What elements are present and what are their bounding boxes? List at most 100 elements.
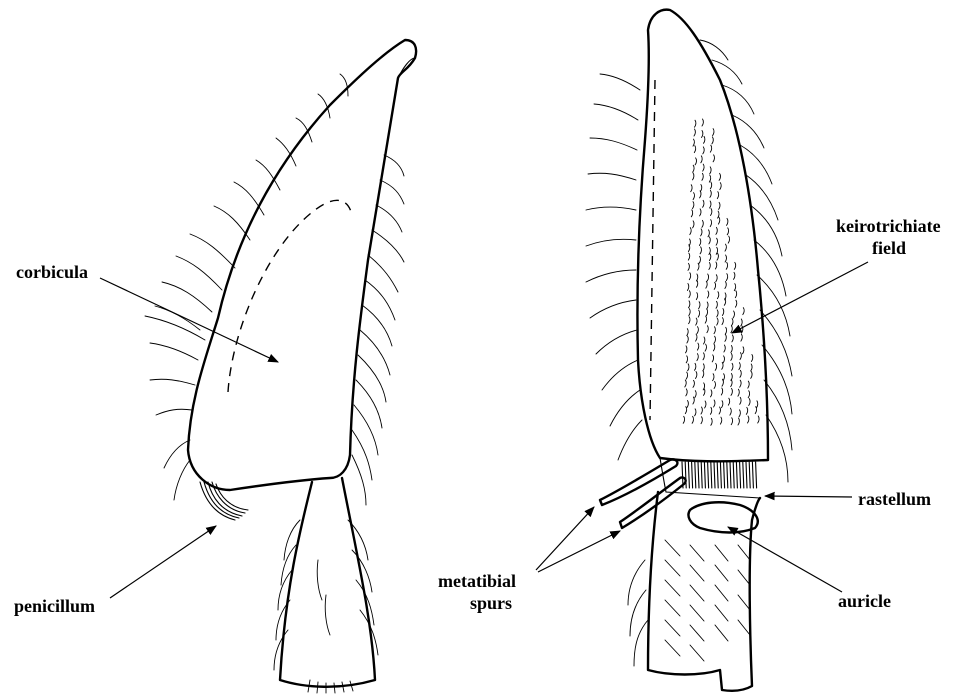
keirotrichia-hair bbox=[688, 253, 689, 260]
rastellum-tooth bbox=[756, 462, 757, 488]
keirotrichia-hair bbox=[703, 147, 704, 154]
keirotrichia-hair bbox=[710, 145, 711, 152]
rastellum-tooth bbox=[749, 462, 750, 488]
keirotrichia-hair bbox=[726, 274, 727, 281]
keirotrichia-hair bbox=[756, 401, 757, 408]
keirotrichia-hair bbox=[709, 237, 710, 244]
keirotrichia-hair bbox=[711, 209, 712, 216]
right-keirotrichiate-field bbox=[683, 119, 759, 425]
keirotrichia-hair bbox=[695, 158, 696, 165]
keirotrichia-hair bbox=[698, 310, 699, 317]
keirotrichia-hair bbox=[691, 210, 692, 217]
keirotrichia-hair bbox=[717, 192, 718, 199]
keirotrichia-hair bbox=[727, 228, 728, 235]
rastellum-tooth bbox=[692, 462, 693, 488]
keirotrichia-hair bbox=[740, 370, 741, 377]
keirotrichia-hair bbox=[714, 327, 715, 334]
label-corbicula: corbicula bbox=[16, 262, 88, 282]
keirotrichia-hair bbox=[692, 416, 693, 423]
rastellum-tooth bbox=[698, 462, 699, 488]
keirotrichia-hair bbox=[711, 418, 712, 425]
keirotrichia-hair bbox=[738, 389, 739, 396]
keirotrichia-hair bbox=[705, 344, 706, 351]
keirotrichia-hair bbox=[698, 263, 699, 270]
keirotrichia-hair bbox=[717, 310, 718, 317]
keirotrichia-hair bbox=[702, 173, 703, 180]
keirotrichia-hair bbox=[693, 193, 694, 200]
keirotrichia-hair bbox=[713, 155, 714, 162]
keirotrichia-hair bbox=[710, 220, 711, 227]
keirotrichia-hair bbox=[700, 209, 701, 216]
right-tibia-outline bbox=[637, 10, 768, 462]
keirotrichia-hair bbox=[689, 291, 690, 298]
keirotrichia-hair bbox=[697, 354, 698, 361]
right-tibia-dashed-line bbox=[650, 80, 655, 420]
leader-rastellum bbox=[765, 496, 852, 497]
keirotrichia-hair bbox=[694, 146, 695, 153]
keirotrichia-hair bbox=[689, 309, 690, 316]
keirotrichia-hair bbox=[710, 407, 711, 414]
keirotrichia-hair bbox=[719, 407, 720, 414]
keirotrichia-hair bbox=[724, 345, 725, 352]
keirotrichia-hair bbox=[696, 372, 697, 379]
keirotrichia-hair bbox=[734, 284, 735, 291]
keirotrichia-hair bbox=[685, 407, 686, 414]
keirotrichia-hair bbox=[701, 229, 702, 236]
keirotrichia-hair bbox=[686, 346, 687, 353]
keirotrichia-hair bbox=[695, 409, 696, 416]
keirotrichia-hair bbox=[746, 407, 747, 414]
keirotrichia-hair bbox=[696, 334, 697, 341]
keirotrichia-hair bbox=[748, 391, 749, 398]
rastellum-tooth bbox=[701, 462, 702, 488]
rastellum-tooth bbox=[733, 462, 734, 488]
keirotrichia-hair bbox=[722, 401, 723, 408]
keirotrichia-hair bbox=[693, 397, 694, 404]
keirotrichia-hair bbox=[758, 416, 759, 423]
keirotrichia-hair bbox=[713, 344, 714, 351]
keirotrichia-hair bbox=[735, 291, 736, 298]
leader-keirotrichiate bbox=[732, 262, 868, 333]
rastellum-tooth bbox=[695, 462, 696, 488]
left-leg-drawing bbox=[145, 40, 416, 693]
right-leg-drawing bbox=[586, 10, 792, 691]
keirotrichia-hair bbox=[731, 346, 732, 353]
keirotrichia-hair bbox=[710, 190, 711, 197]
keirotrichia-hair bbox=[731, 388, 732, 395]
keirotrichia-hair bbox=[688, 263, 689, 270]
keirotrichia-hair bbox=[716, 227, 717, 234]
keirotrichia-hair bbox=[703, 353, 704, 360]
rastellum-tooth bbox=[727, 462, 728, 488]
keirotrichia-hair bbox=[699, 302, 700, 309]
keirotrichia-hair bbox=[714, 382, 715, 389]
keirotrichia-hair bbox=[685, 380, 686, 387]
keirotrichia-hair bbox=[741, 334, 742, 341]
keirotrichia-hair bbox=[703, 200, 704, 207]
keirotrichia-hair bbox=[707, 326, 708, 333]
keirotrichia-hair bbox=[689, 317, 690, 324]
keirotrichia-hair bbox=[732, 363, 733, 370]
keirotrichia-hair bbox=[702, 371, 703, 378]
keirotrichia-hair bbox=[693, 165, 694, 172]
keirotrichia-hair bbox=[719, 202, 720, 209]
keirotrichia-hair bbox=[686, 372, 687, 379]
keirotrichia-hair bbox=[702, 119, 703, 126]
keirotrichia-hair bbox=[701, 407, 702, 414]
keirotrichia-hair bbox=[702, 131, 703, 138]
keirotrichia-hair bbox=[694, 129, 695, 136]
keirotrichia-hair bbox=[748, 381, 749, 388]
left-tibia-outline bbox=[188, 40, 416, 490]
keirotrichia-hair bbox=[743, 347, 744, 354]
keirotrichia-hair bbox=[687, 401, 688, 408]
keirotrichia-hair bbox=[700, 191, 701, 198]
keirotrichia-hair bbox=[709, 254, 710, 261]
keirotrichia-hair bbox=[697, 343, 698, 350]
keirotrichia-hair bbox=[690, 228, 691, 235]
rastellum-tooth bbox=[714, 462, 715, 488]
keirotrichia-hair bbox=[720, 417, 721, 424]
label-auricle: auricle bbox=[838, 591, 891, 611]
keirotrichia-hair bbox=[705, 401, 706, 408]
keirotrichia-hair bbox=[686, 389, 687, 396]
rastellum-tooth bbox=[717, 462, 718, 488]
leader-metatibial-lower bbox=[538, 531, 620, 572]
